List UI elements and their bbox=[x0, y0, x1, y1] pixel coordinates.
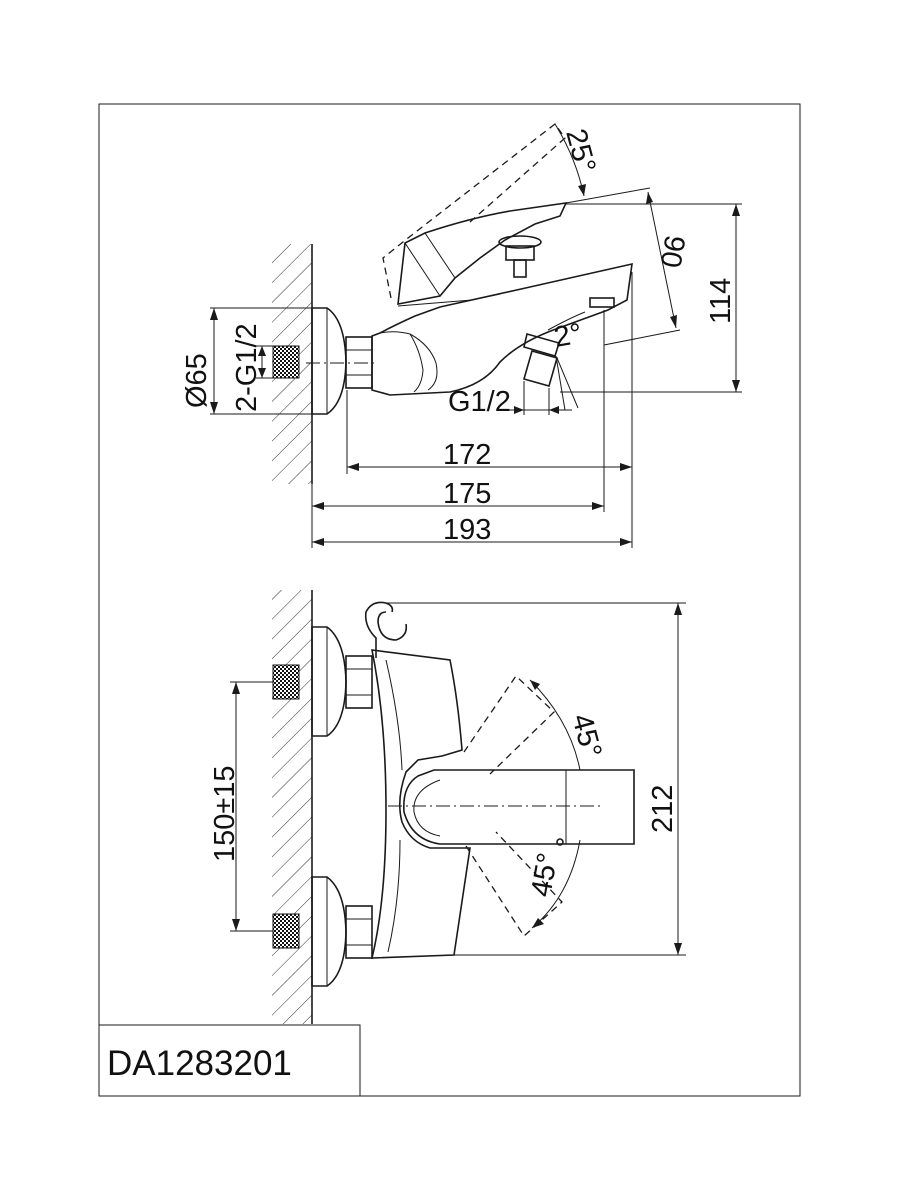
dim-overall-depth: 193 bbox=[311, 474, 633, 548]
dim-outlet-reach: 175 bbox=[312, 310, 605, 512]
lever-raised-dashed bbox=[382, 123, 566, 299]
dim-overall-depth-label: 193 bbox=[443, 514, 491, 546]
dim-inlet-thread-label: 2-G1/2 bbox=[231, 323, 263, 412]
dim-lever-rotation-up-label: 45° bbox=[565, 711, 607, 762]
hex-nut-lower bbox=[345, 905, 373, 959]
inlet-knurl-top bbox=[272, 345, 300, 379]
wall-flange-top bbox=[311, 307, 347, 415]
dim-outlet-thread-label: G1/2 bbox=[448, 386, 511, 418]
dim-spout-angle-label: 2° bbox=[552, 318, 585, 354]
dim-outlet-reach-label: 175 bbox=[443, 478, 491, 510]
side-view: Ø65 2-G1/2 25° 90 bbox=[181, 123, 742, 548]
dim-spout-reach: 172 bbox=[346, 272, 633, 474]
dim-outlet-thread: G1/2 bbox=[448, 381, 572, 418]
dim-spout-angle: 2° bbox=[547, 311, 586, 411]
dim-lever-angle: 25° bbox=[554, 123, 601, 197]
dim-inlet-thread: 2-G1/2 bbox=[231, 323, 273, 412]
mixer-body-top bbox=[371, 262, 633, 396]
lever-handle-top bbox=[397, 202, 568, 305]
dim-inlet-centers: 150±15 bbox=[209, 681, 273, 932]
dim-overall-width: 212 bbox=[386, 602, 686, 956]
inlet-knurl-lower bbox=[272, 913, 300, 949]
mixer-body-front bbox=[370, 649, 471, 959]
shower-hook bbox=[364, 601, 408, 658]
dim-overall-height: 114 bbox=[560, 203, 742, 393]
dim-lever-angle-label: 25° bbox=[559, 126, 601, 177]
dim-lever-rotation-down-label: 45° bbox=[525, 850, 564, 899]
dim-handle-height: 90 bbox=[565, 187, 691, 346]
title-block: DA1283201 bbox=[99, 1024, 361, 1096]
dim-handle-height-label: 90 bbox=[654, 233, 691, 270]
dim-flange-diameter-label: Ø65 bbox=[181, 353, 213, 408]
inlet-knurl-upper bbox=[272, 664, 300, 700]
dim-lever-rotation-down: 45° bbox=[525, 838, 581, 929]
lever-rotated-down-dashed bbox=[465, 831, 563, 937]
dim-inlet-centers-label: 150±15 bbox=[209, 765, 241, 862]
hex-nut-top bbox=[345, 336, 373, 389]
model-number: DA1283201 bbox=[107, 1044, 292, 1083]
diverter-knob bbox=[498, 235, 542, 278]
dim-spout-reach-label: 172 bbox=[443, 439, 491, 471]
hex-nut-upper bbox=[345, 655, 373, 709]
wall-flange-upper bbox=[311, 626, 347, 737]
spout-outlet bbox=[523, 297, 615, 387]
wall-flange-lower bbox=[311, 876, 347, 987]
drawing-border bbox=[98, 103, 801, 1097]
dim-lever-rotation-up: 45° bbox=[529, 679, 607, 771]
dim-overall-width-label: 212 bbox=[647, 785, 679, 833]
lever-handle-front bbox=[402, 769, 635, 845]
dim-overall-height-label: 114 bbox=[705, 278, 737, 324]
dim-flange-diameter: Ø65 bbox=[181, 307, 312, 415]
front-view: 45° 45° 150±15 212 bbox=[209, 590, 686, 1024]
wall-hatch-front bbox=[272, 590, 313, 1024]
